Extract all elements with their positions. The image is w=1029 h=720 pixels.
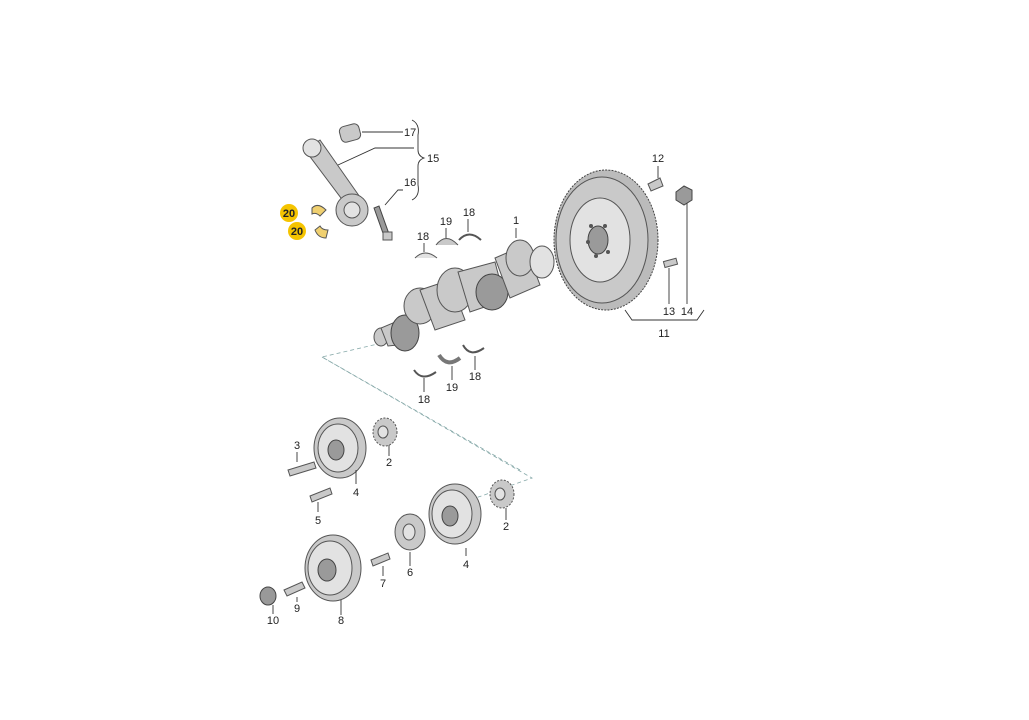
bearing-shell-19-top[interactable] bbox=[435, 238, 459, 246]
pulley-bolt-3[interactable] bbox=[287, 461, 317, 477]
dowel-pin-13[interactable] bbox=[662, 257, 679, 269]
callout-14: 14 bbox=[681, 306, 693, 318]
callout-10: 10 bbox=[267, 615, 279, 627]
callout-20-upper: 20 bbox=[283, 208, 295, 220]
callout-18-top-left: 18 bbox=[417, 231, 429, 243]
callout-7: 7 bbox=[380, 578, 386, 590]
vibration-damper-upper[interactable] bbox=[313, 417, 367, 479]
callout-20-upper-marker bbox=[280, 204, 298, 222]
flywheel-bolt-12[interactable] bbox=[647, 177, 664, 192]
bearing-shells-20[interactable] bbox=[311, 204, 329, 239]
sprocket-lower[interactable] bbox=[489, 479, 515, 509]
callout-2-upper: 2 bbox=[386, 457, 392, 469]
callout-1: 1 bbox=[513, 215, 519, 227]
connecting-rod[interactable] bbox=[302, 123, 369, 227]
callout-9: 9 bbox=[294, 603, 300, 615]
bearing-shell-18-top-left[interactable] bbox=[414, 252, 438, 259]
callout-11: 11 bbox=[658, 328, 669, 340]
cap-10[interactable] bbox=[259, 586, 277, 606]
belt-pulley-8[interactable] bbox=[304, 534, 362, 602]
pulley-bolt-5[interactable] bbox=[309, 487, 333, 503]
bearing-shell-18-bottom-left[interactable] bbox=[413, 369, 437, 378]
callout-12: 12 bbox=[652, 153, 664, 165]
callout-15: 15 bbox=[427, 153, 439, 165]
callout-3: 3 bbox=[294, 440, 300, 452]
callout-20-lower: 20 bbox=[291, 226, 303, 238]
callout-19-bottom: 19 bbox=[446, 382, 458, 394]
alignment-dashes bbox=[320, 339, 533, 501]
bolt-9[interactable] bbox=[283, 581, 306, 597]
hub-6[interactable] bbox=[394, 513, 426, 551]
crankshaft[interactable] bbox=[373, 239, 555, 352]
bearing-shell-18-bottom-right[interactable] bbox=[462, 344, 485, 354]
callout-18-bottom-right: 18 bbox=[469, 371, 481, 383]
sprocket-upper[interactable] bbox=[372, 417, 398, 447]
callout-19-top: 19 bbox=[440, 216, 452, 228]
flywheel-nut-14[interactable] bbox=[675, 185, 693, 206]
bolt-7[interactable] bbox=[370, 552, 391, 567]
bearing-shell-19-bottom[interactable] bbox=[437, 353, 462, 365]
callout-18-bottom-left: 18 bbox=[418, 394, 430, 406]
flywheel[interactable] bbox=[553, 169, 659, 311]
callout-4-upper: 4 bbox=[353, 487, 359, 499]
bearing-shell-18-top-right[interactable] bbox=[458, 233, 482, 241]
callout-20-lower-marker bbox=[288, 222, 306, 240]
callout-8: 8 bbox=[338, 615, 344, 627]
callout-4-lower: 4 bbox=[463, 559, 469, 571]
vibration-damper-lower[interactable] bbox=[428, 483, 482, 545]
callout-5: 5 bbox=[315, 515, 321, 527]
connecting-rod-bolt[interactable] bbox=[373, 205, 393, 241]
callout-18-top-right: 18 bbox=[463, 207, 475, 219]
callout-6: 6 bbox=[407, 567, 413, 579]
callout-17: 17 bbox=[404, 127, 416, 139]
callout-13: 13 bbox=[663, 306, 675, 318]
callout-2-lower: 2 bbox=[503, 521, 509, 533]
callout-16: 16 bbox=[404, 177, 416, 189]
